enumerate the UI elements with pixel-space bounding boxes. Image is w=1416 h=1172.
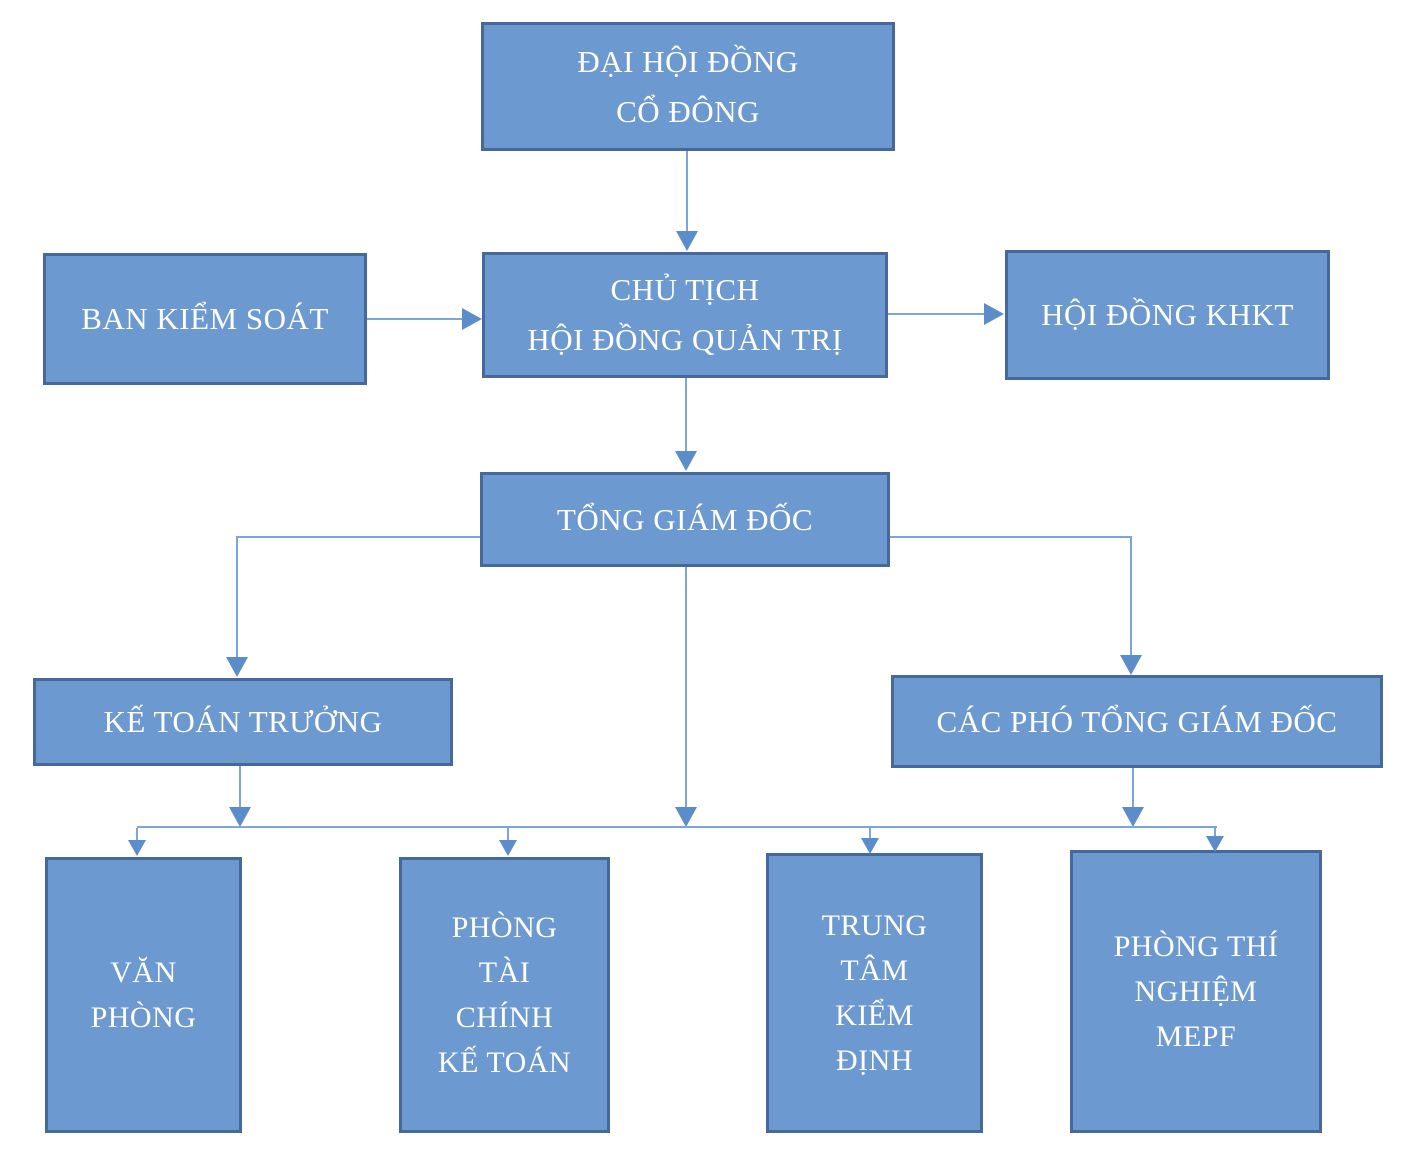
node-chief-accountant: KẾ TOÁN TRƯỞNG bbox=[33, 678, 453, 766]
connector-supervisory-chairman-line bbox=[367, 318, 463, 320]
node-inspection-center: TRUNG TÂM KIỂM ĐỊNH bbox=[766, 853, 983, 1133]
connector-ceo-deputy-arrowhead-icon bbox=[1120, 655, 1142, 675]
node-chairman: CHỦ TỊCH HỘI ĐỒNG QUẢN TRỊ bbox=[482, 252, 888, 378]
node-mepf-lab: PHÒNG THÍ NGHIỆM MEPF bbox=[1070, 850, 1322, 1133]
connector-deputy-bus-arrowhead-icon bbox=[1122, 807, 1144, 827]
node-supervisory-board: BAN KIỂM SOÁT bbox=[43, 253, 367, 385]
connector-bus-mepf-line bbox=[1214, 828, 1216, 836]
connector-bus-office-line bbox=[136, 828, 138, 840]
connector-ceo-chief-accountant-hline bbox=[237, 536, 480, 538]
connector-ceo-bus-arrowhead-icon bbox=[675, 807, 697, 827]
connector-supervisory-chairman-arrowhead-icon bbox=[462, 308, 482, 330]
node-shareholders: ĐẠI HỘI ĐỒNG CỔ ĐÔNG bbox=[481, 22, 895, 151]
node-deputy-ceos: CÁC PHÓ TỔNG GIÁM ĐỐC bbox=[891, 675, 1383, 768]
connector-ceo-chief-accountant-arrowhead-icon bbox=[226, 657, 248, 677]
connector-bus-inspection-arrowhead-icon bbox=[861, 838, 879, 854]
connector-bus-mepf-arrowhead-icon bbox=[1206, 836, 1224, 852]
departments-bus-line bbox=[137, 826, 1217, 828]
connector-chief-accountant-bus-arrowhead-icon bbox=[229, 807, 251, 827]
connector-ceo-bus-line bbox=[685, 567, 687, 807]
connector-ceo-chief-accountant-vline bbox=[236, 536, 238, 657]
connector-shareholders-chairman-arrowhead-icon bbox=[676, 231, 698, 251]
connector-chairman-ceo-arrowhead-icon bbox=[675, 451, 697, 471]
connector-shareholders-chairman-line bbox=[686, 151, 688, 231]
connector-bus-inspection-line bbox=[869, 828, 871, 838]
node-ceo: TỔNG GIÁM ĐỐC bbox=[480, 472, 890, 567]
connector-chairman-khkt-arrowhead-icon bbox=[984, 303, 1004, 325]
connector-ceo-deputy-hline bbox=[890, 536, 1131, 538]
connector-bus-office-arrowhead-icon bbox=[128, 840, 146, 856]
connector-chairman-ceo-line bbox=[685, 378, 687, 451]
connector-ceo-deputy-vline bbox=[1130, 536, 1132, 656]
node-finance-dept: PHÒNG TÀI CHÍNH KẾ TOÁN bbox=[399, 857, 610, 1133]
connector-chief-accountant-bus-line bbox=[239, 766, 241, 807]
node-khkt-council: HỘI ĐỒNG KHKT bbox=[1005, 250, 1330, 380]
connector-bus-finance-line bbox=[507, 828, 509, 840]
connector-deputy-bus-line bbox=[1132, 768, 1134, 807]
connector-bus-finance-arrowhead-icon bbox=[499, 840, 517, 856]
connector-chairman-khkt-line bbox=[888, 313, 985, 315]
node-office: VĂN PHÒNG bbox=[45, 857, 242, 1133]
